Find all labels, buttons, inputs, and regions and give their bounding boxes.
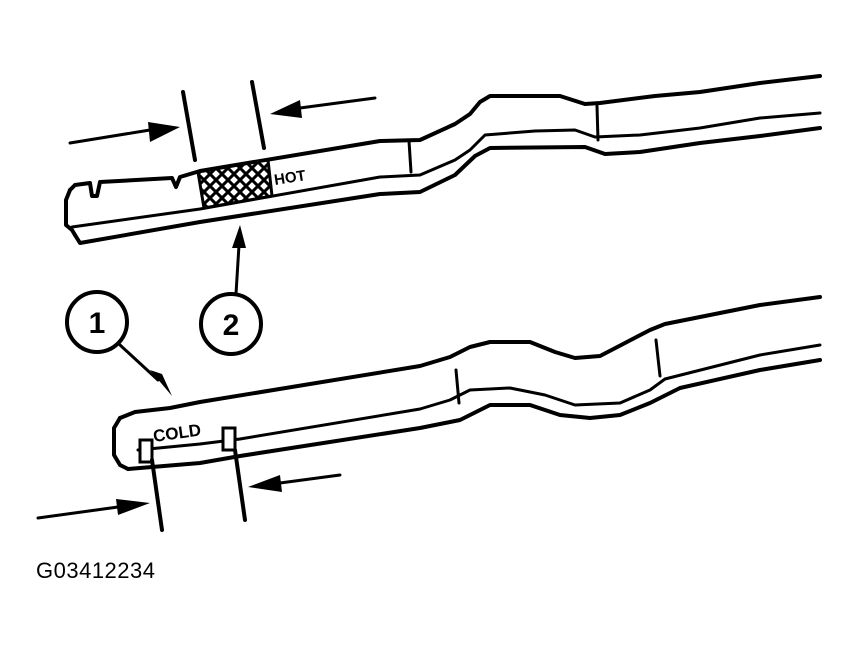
cold-arrow-right-shaft <box>278 473 342 485</box>
upper-dipstick-top-edge <box>68 74 822 198</box>
lower-dipstick-tick <box>454 368 461 405</box>
callout-2-leader <box>234 243 241 296</box>
upper-dipstick-tick <box>407 139 413 174</box>
upper-dipstick: HOT <box>64 74 822 245</box>
hot-extension-line-right <box>250 80 266 150</box>
cold-notch-left <box>138 438 154 464</box>
callout-2-circle <box>199 292 263 356</box>
upper-dipstick-tip <box>64 188 77 237</box>
callout-1: 1 <box>65 290 172 396</box>
cold-extension-line-right <box>233 448 247 522</box>
cold-extension-line-left <box>150 458 164 532</box>
lower-dipstick-tip <box>112 416 130 471</box>
hot-arrow-right-head-icon <box>270 100 302 118</box>
callout-2: 2 <box>199 225 263 356</box>
hot-arrow-right-shaft <box>298 96 377 110</box>
figure-id: G03412234 <box>36 558 156 583</box>
upper-dipstick-mid-edge <box>70 111 822 229</box>
hot-arrow-left-shaft <box>68 128 152 145</box>
cold-notch-right <box>221 426 237 452</box>
hot-extension-line-left <box>181 90 197 162</box>
cold-arrow-right-head-icon <box>248 475 282 492</box>
callout-2-arrowhead-icon <box>232 225 246 248</box>
cold-arrow-left-shaft <box>36 505 120 520</box>
lower-dipstick: COLD <box>112 295 822 471</box>
hot-arrow-left-head-icon <box>148 122 180 142</box>
upper-dipstick-tick <box>595 104 600 142</box>
callout-2-number: 2 <box>223 309 240 342</box>
lower-dipstick-tick <box>654 338 662 378</box>
callout-1-number: 1 <box>89 307 106 340</box>
hot-range-dimension <box>68 80 377 162</box>
callout-1-circle <box>65 290 129 354</box>
lower-dipstick-top-edge <box>118 295 822 420</box>
hot-label: HOT <box>273 167 307 189</box>
hot-range-crosshatch <box>196 158 274 210</box>
callout-1-arrowhead-icon <box>150 370 172 396</box>
upper-dipstick-bottom-edge <box>73 126 822 245</box>
callout-1-leader <box>118 343 160 382</box>
lower-dipstick-mid-edge <box>136 343 822 452</box>
cold-arrow-left-head-icon <box>116 499 150 515</box>
lower-dipstick-bottom-edge <box>126 358 822 471</box>
cold-label: COLD <box>152 420 202 446</box>
cold-range-dimension <box>36 448 342 532</box>
